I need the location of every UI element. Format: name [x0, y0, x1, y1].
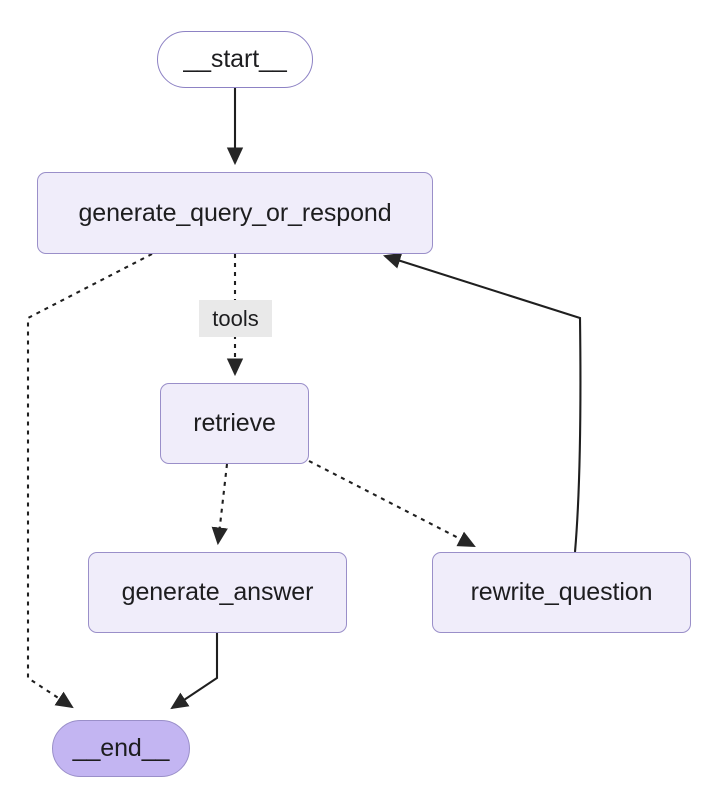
edge-generate-answer-to-end	[170, 633, 219, 710]
node-generate-answer-label: generate_answer	[121, 578, 314, 606]
edge-rewrite-question-to-generate-query-or-respond	[382, 252, 582, 553]
node-generate-answer[interactable]: generate_answer	[88, 552, 347, 633]
node-retrieve-label: retrieve	[193, 409, 276, 437]
node-end[interactable]: __end__	[52, 720, 190, 777]
edge-retrieve-to-generate-answer	[211, 463, 229, 546]
edge-generate-query-or-respond-to-end	[26, 253, 153, 709]
node-rewrite-question-label: rewrite_question	[470, 578, 653, 606]
edge-label-tools: tools	[199, 300, 272, 337]
node-end-label: __end__	[72, 734, 170, 762]
node-start[interactable]: __start__	[157, 31, 313, 88]
node-rewrite-question[interactable]: rewrite_question	[432, 552, 691, 633]
node-retrieve[interactable]: retrieve	[160, 383, 309, 464]
node-generate-query-or-respond-label: generate_query_or_respond	[78, 198, 392, 227]
node-generate-query-or-respond[interactable]: generate_query_or_respond	[37, 172, 433, 254]
edge-label-tools-text: tools	[212, 305, 259, 331]
node-start-label: __start__	[183, 45, 287, 73]
edge-retrieve-to-rewrite-question	[308, 460, 476, 547]
